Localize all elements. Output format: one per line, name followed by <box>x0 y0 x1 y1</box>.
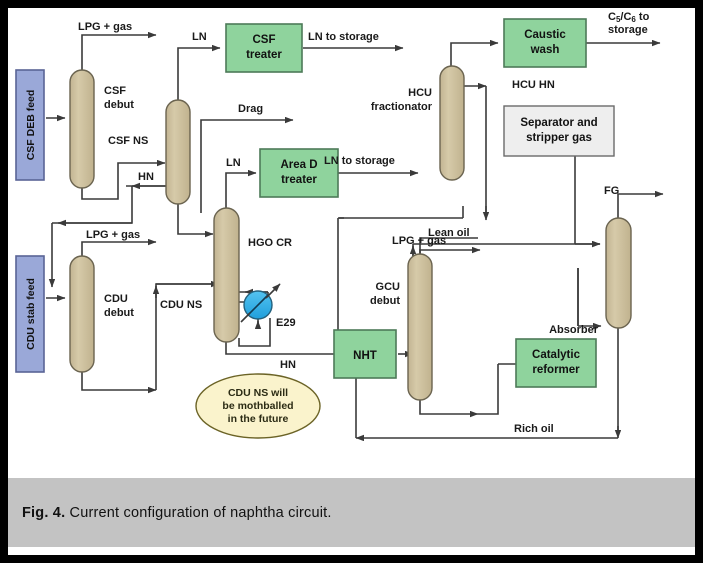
vessel-absorber[interactable]: Absorber <box>549 217 632 336</box>
unit-caustic-wash[interactable]: Caustic wash <box>503 18 587 68</box>
note-line1: CDU NS will <box>228 387 288 399</box>
label-cdu-ns: CDU NS <box>160 299 202 311</box>
vessel-csf-ns[interactable] <box>165 99 191 205</box>
label-lpg-gas-gcu: LPG + gas <box>392 235 446 247</box>
unit-separator-stripper-gas[interactable]: Separator and stripper gas <box>503 105 615 157</box>
cdu-ns-note: CDU NS will be mothballed in the future <box>195 373 321 439</box>
unit-label-nht: NHT <box>353 350 377 362</box>
label-hcu-hn: HCU HN <box>512 79 555 91</box>
line-absorber-fg <box>617 190 664 220</box>
feed-box-csf-deb-feed[interactable]: CSF DEB feed <box>15 69 45 181</box>
vessel-label-hcu-line1: HCU <box>408 87 432 99</box>
vessel-cdu-debut[interactable]: CDU debut <box>69 255 134 373</box>
unit-label-caustic-line1: Caustic <box>524 29 566 41</box>
line-cdu-debut-bottoms <box>81 370 157 394</box>
line-gcu-bottoms <box>419 398 479 418</box>
line-csf-debut-bottoms-to-csfns <box>81 159 166 200</box>
vessel-label-cdu-debut-line2: debut <box>104 307 134 319</box>
feed-label-cdu-stab-feed: CDU stab feed <box>25 278 37 350</box>
label-csf-ns: CSF NS <box>108 135 148 147</box>
label-lpg-gas-csf: LPG + gas <box>78 21 132 33</box>
vessel-label-gcu-line2: debut <box>370 295 400 307</box>
unit-label-reformer-line1: Catalytic <box>532 349 581 361</box>
unit-label-separator-line2: stripper gas <box>526 132 592 144</box>
unit-label-area-d-line1: Area D <box>280 159 317 171</box>
process-flow-diagram: CSF debut CDU debut HCU fractionator <box>15 11 664 442</box>
vessel-label-hcu-line2: fractionator <box>371 101 433 113</box>
figure-caption-bar: Fig. 4. Current configuration of naphtha… <box>8 478 695 547</box>
caption-prefix: Fig. 4. <box>22 504 66 521</box>
e29-exchanger[interactable]: E29 <box>240 283 296 329</box>
figure-caption: Fig. 4. Current configuration of naphtha… <box>8 505 332 521</box>
feed-box-cdu-stab-feed[interactable]: CDU stab feed <box>15 255 45 373</box>
label-ln-to-storage-csf: LN to storage <box>308 31 379 43</box>
label-drag: Drag <box>238 103 263 115</box>
vessel-gcu-debut[interactable]: GCU debut <box>370 253 433 401</box>
caption-body: Current configuration of naphtha circuit… <box>65 504 332 521</box>
vessel-csf-debut[interactable]: CSF debut <box>69 69 134 189</box>
diagram-canvas: CSF debut CDU debut HCU fractionator <box>8 8 695 470</box>
svg-text:storage: storage <box>608 24 648 36</box>
e29-label: E29 <box>276 317 296 329</box>
label-rich-oil: Rich oil <box>514 423 554 435</box>
line-cdu-debut-lpg <box>81 238 157 258</box>
line-gcu-bottoms-up <box>478 364 499 415</box>
line-drag <box>200 116 294 213</box>
unit-catalytic-reformer[interactable]: Catalytic reformer <box>515 338 597 388</box>
label-ln-csf: LN <box>192 31 207 43</box>
unit-label-csf-treater-line2: treater <box>246 49 282 61</box>
label-ln-area-d: LN <box>226 157 241 169</box>
line-csfns-bottoms-to-cduns <box>177 202 214 238</box>
unit-label-csf-treater-line1: CSF <box>253 34 276 46</box>
line-csf-debut-lpg <box>81 31 157 72</box>
line-cduns-overhead-ln <box>225 169 257 210</box>
label-hn-csf: HN <box>138 171 154 183</box>
label-hn-cdu: HN <box>280 359 296 371</box>
line-e29-loop-bottom <box>238 318 271 347</box>
line-cduns-bottoms-hn-to-nht <box>225 340 361 358</box>
vessel-label-gcu-line1: GCU <box>376 281 401 293</box>
vessel-cdu-ns[interactable] <box>213 207 240 343</box>
label-lean-oil: Lean oil <box>428 227 470 239</box>
label-ln-to-storage-aread: LN to storage <box>324 155 395 167</box>
unit-label-reformer-line2: reformer <box>532 364 580 376</box>
line-csfns-overhead-ln <box>177 44 221 101</box>
feed-label-csf-deb-feed: CSF DEB feed <box>25 90 37 161</box>
unit-area-d-treater[interactable]: Area D treater <box>259 148 339 198</box>
label-c5-c6-to-storage: C5/C6 to storage <box>608 11 650 36</box>
stream-label-group: LPG + gas LN LN to storage Drag CSF NS H… <box>78 11 650 435</box>
note-line3: in the future <box>228 413 289 425</box>
line-csfns-hn-down <box>52 186 133 224</box>
label-fg: FG <box>604 185 619 197</box>
unit-label-caustic-line2: wash <box>530 44 560 56</box>
unit-label-area-d-line2: treater <box>281 174 317 186</box>
vessel-label-cdu-debut-line1: CDU <box>104 293 128 305</box>
vessel-label-csf-debut-line1: CSF <box>104 85 126 97</box>
vessel-label-csf-debut-line2: debut <box>104 99 134 111</box>
unit-label-separator-line1: Separator and <box>520 117 597 129</box>
vessel-hcu-fractionator[interactable]: HCU fractionator <box>371 65 465 181</box>
vessel-label-absorber: Absorber <box>549 324 599 336</box>
unit-nht[interactable]: NHT <box>333 329 397 379</box>
label-hgo-cr: HGO CR <box>248 237 292 249</box>
unit-csf-treater[interactable]: CSF treater <box>225 23 303 73</box>
label-lpg-gas-cdu: LPG + gas <box>86 229 140 241</box>
svg-text:C5/C6 to: C5/C6 to <box>608 11 650 24</box>
note-line2: be mothballed <box>222 400 293 412</box>
line-hcu-overhead-to-caustic <box>450 39 499 68</box>
